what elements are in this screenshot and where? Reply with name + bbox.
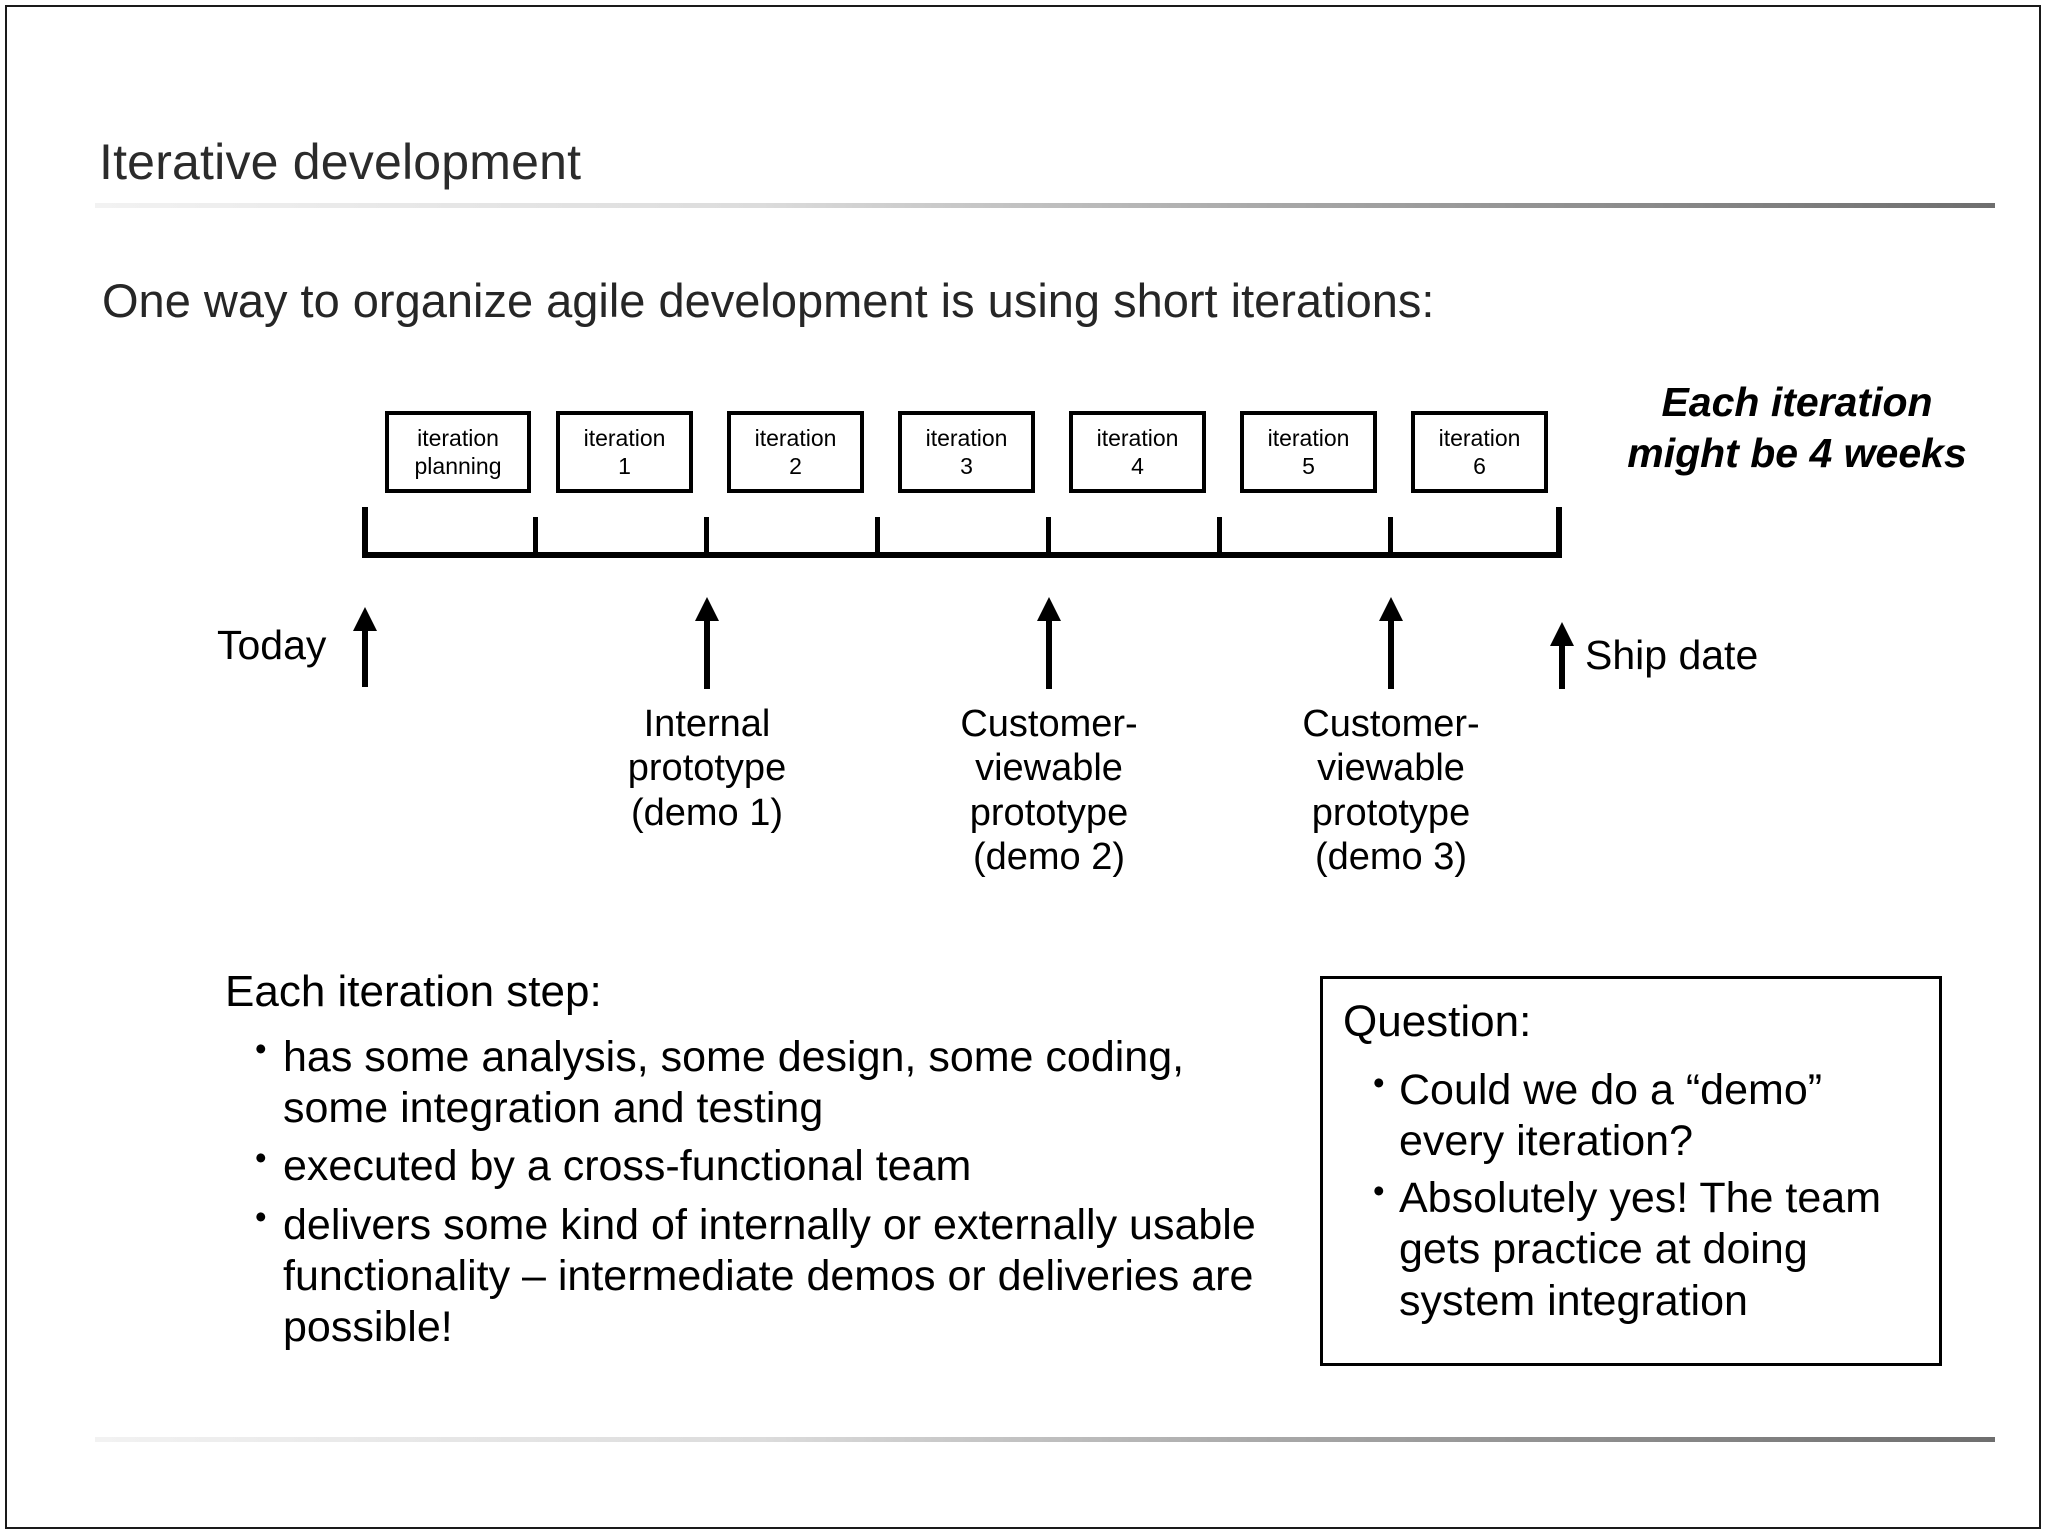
arrow-shaft — [362, 625, 368, 687]
page-title: Iterative development — [99, 134, 582, 190]
milestone-line-1: Customer- — [1302, 703, 1480, 745]
ship-date-label: Ship date — [1585, 632, 1759, 678]
arrow-shaft — [704, 615, 710, 689]
timeline-tick-1 — [533, 517, 538, 555]
iteration-box-label-line1: iteration — [1267, 424, 1350, 451]
milestone-label-demo1: Internal prototype (demo 1) — [527, 702, 887, 835]
demo2-arrow-icon — [1036, 597, 1062, 689]
iteration-box-label-line2: 5 — [1302, 453, 1315, 479]
milestone-line-3: (demo 1) — [630, 791, 784, 834]
milestone-line-2: viewable — [975, 747, 1123, 790]
iteration-box-label-line2: 3 — [960, 453, 973, 479]
steps-list: has some analysis, some design, some cod… — [255, 1030, 1265, 1360]
timeline-tick-6 — [1388, 517, 1393, 555]
timeline-baseline — [362, 552, 1562, 558]
list-item: Absolutely yes! The team gets practice a… — [1373, 1171, 1933, 1326]
milestone-line-2: viewable — [1317, 747, 1465, 790]
milestone-line-3: prototype — [1311, 791, 1471, 834]
steps-heading: Each iteration step: — [225, 967, 602, 1016]
demo1-arrow-icon — [694, 597, 720, 689]
iteration-box-label-line2: 4 — [1131, 453, 1144, 479]
arrow-shaft — [1046, 615, 1052, 689]
note-line-2: might be 4 weeks — [1627, 430, 1967, 477]
iteration-box-label-line2: 2 — [789, 453, 802, 479]
iteration-box-label-line1: iteration — [754, 424, 837, 451]
ship-date-arrow-icon — [1549, 622, 1575, 689]
list-item: has some analysis, some design, some cod… — [255, 1030, 1265, 1133]
milestone-line-3: prototype — [969, 791, 1129, 834]
arrow-shaft — [1388, 615, 1394, 689]
slide-subtitle: One way to organize agile development is… — [102, 274, 1435, 327]
iteration-duration-note: Each iteration might be 4 weeks — [1567, 377, 2027, 480]
iteration-box-3[interactable]: iteration 3 — [898, 411, 1035, 493]
today-label: Today — [217, 622, 327, 668]
iteration-box-label-line2: planning — [414, 453, 502, 479]
today-arrow-icon — [352, 607, 378, 687]
timeline-tick-start — [362, 507, 368, 555]
slide-canvas: Iterative development One way to organiz… — [5, 5, 2041, 1529]
iteration-box-6[interactable]: iteration 6 — [1411, 411, 1548, 493]
arrow-shaft — [1559, 640, 1565, 689]
iteration-box-2[interactable]: iteration 2 — [727, 411, 864, 493]
timeline-tick-5 — [1217, 517, 1222, 555]
demo3-arrow-icon — [1378, 597, 1404, 689]
question-heading: Question: — [1343, 997, 1532, 1046]
header-divider — [95, 203, 1995, 208]
iteration-box-label-line1: iteration — [417, 424, 499, 451]
milestone-line-2: prototype — [627, 747, 787, 790]
list-item: Could we do a “demo” every iteration? — [1373, 1063, 1933, 1167]
milestone-line-4: (demo 3) — [1314, 836, 1468, 879]
timeline-tick-2 — [704, 517, 709, 555]
iteration-box-4[interactable]: iteration 4 — [1069, 411, 1206, 493]
iteration-box-label-line2: 6 — [1473, 453, 1486, 479]
iteration-box-label-line1: iteration — [1438, 424, 1521, 451]
iteration-box-planning[interactable]: iteration planning — [385, 411, 531, 493]
timeline-tick-4 — [1046, 517, 1051, 555]
footer-divider — [95, 1437, 1995, 1442]
list-item: delivers some kind of internally or exte… — [255, 1198, 1265, 1352]
milestone-line-1: Customer- — [960, 703, 1138, 745]
iteration-box-5[interactable]: iteration 5 — [1240, 411, 1377, 493]
milestone-label-demo2: Customer- viewable prototype (demo 2) — [869, 702, 1229, 880]
iteration-box-1[interactable]: iteration 1 — [556, 411, 693, 493]
milestone-line-1: Internal — [643, 703, 771, 745]
iteration-box-label-line2: 1 — [618, 453, 631, 479]
milestone-label-demo3: Customer- viewable prototype (demo 3) — [1211, 702, 1571, 880]
timeline-tick-3 — [875, 517, 880, 555]
iteration-timeline: iteration planning iteration 1 iteration… — [7, 7, 2043, 1527]
list-item: executed by a cross-functional team — [255, 1139, 1265, 1192]
iteration-box-label-line1: iteration — [583, 424, 666, 451]
iteration-box-label-line1: iteration — [925, 424, 1008, 451]
question-list: Could we do a “demo” every iteration? Ab… — [1373, 1063, 1933, 1333]
iteration-box-label-line1: iteration — [1096, 424, 1179, 451]
timeline-tick-end — [1556, 507, 1562, 555]
note-line-1: Each iteration — [1661, 379, 1933, 425]
milestone-line-4: (demo 2) — [972, 836, 1126, 879]
question-box: Question: Could we do a “demo” every ite… — [1320, 976, 1942, 1366]
